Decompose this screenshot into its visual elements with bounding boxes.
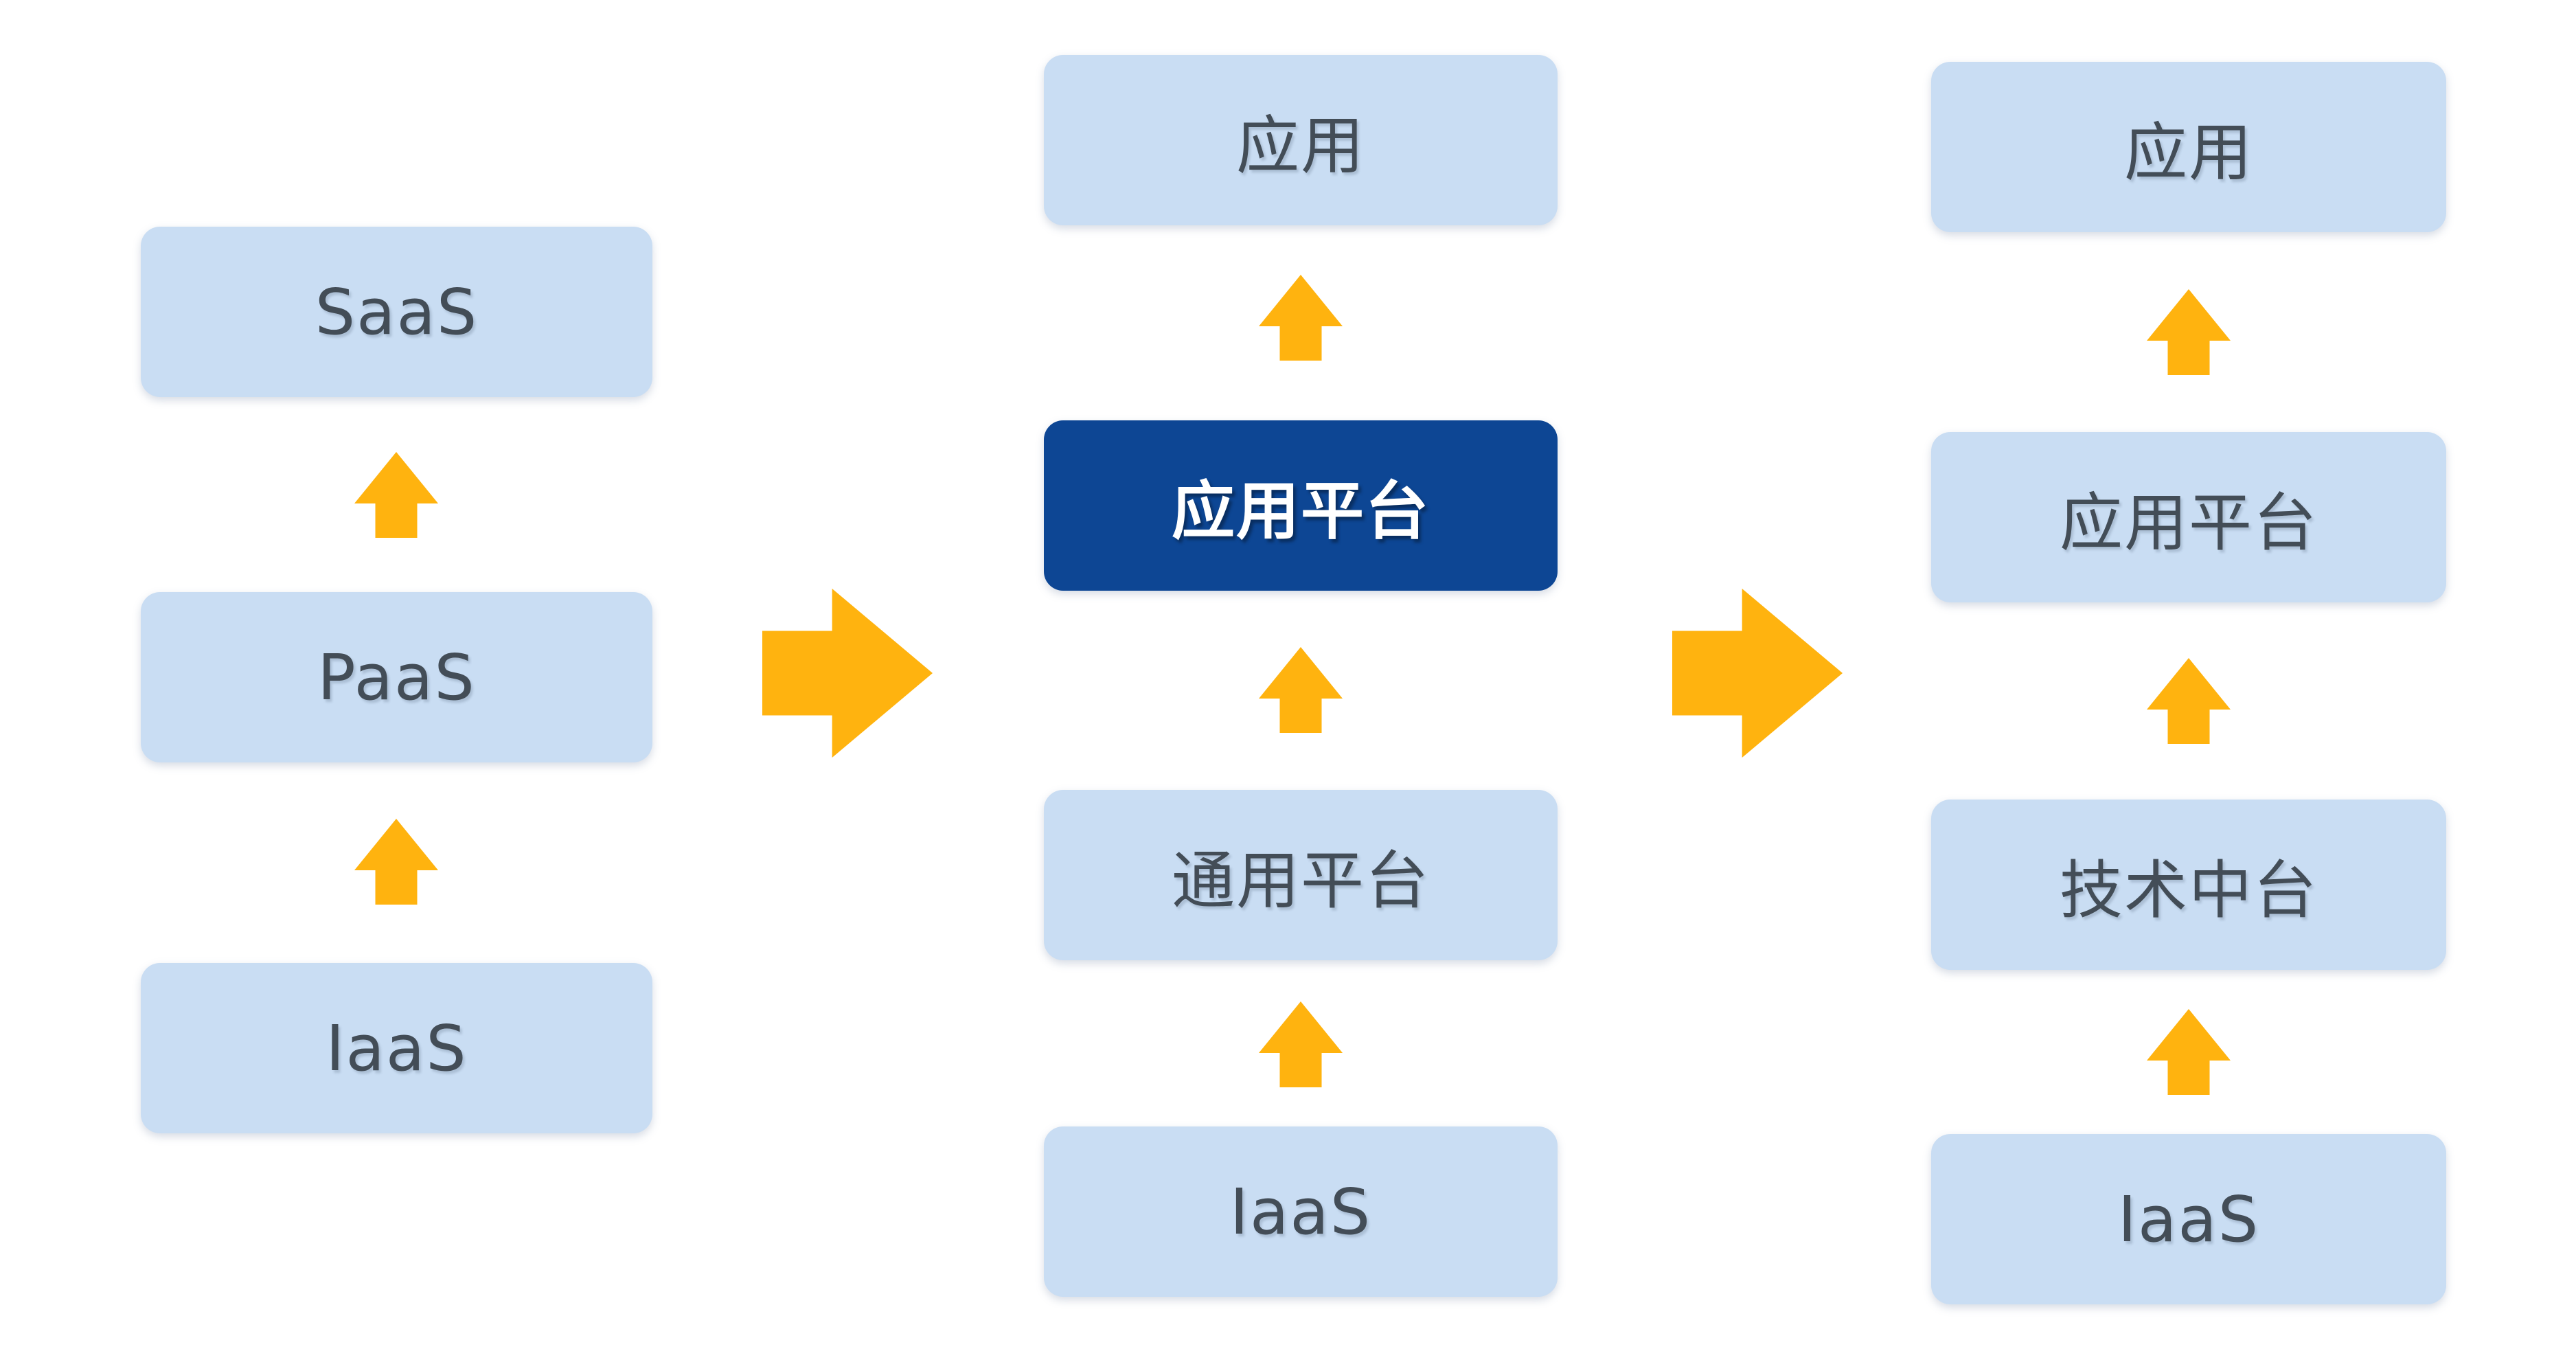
box-general-platform-label: 通用平台 (1171, 843, 1430, 918)
up-arrow-icon (1259, 1001, 1343, 1087)
up-arrow-icon (1259, 275, 1343, 361)
box-application-platform-stage3-label: 应用平台 (2059, 486, 2318, 560)
box-general-platform: 通用平台 (1044, 790, 1558, 960)
box-tech-middle-platform: 技术中台 (1931, 800, 2446, 970)
up-arrow-icon (354, 452, 438, 538)
box-application-stage2: 应用 (1044, 55, 1558, 225)
box-application-platform-highlighted-label: 应用平台 (1171, 474, 1430, 548)
up-arrow-icon (2147, 658, 2231, 744)
right-arrow-icon (762, 589, 933, 758)
up-arrow-icon (354, 819, 438, 905)
box-iaas-stage1: IaaS (141, 963, 652, 1133)
box-application-platform-highlighted: 应用平台 (1044, 420, 1558, 591)
box-application-stage2-label: 应用 (1235, 109, 1365, 183)
box-tech-middle-platform-label: 技术中台 (2059, 853, 2318, 927)
box-saas-label: SaaS (315, 275, 479, 349)
box-iaas-stage2: IaaS (1044, 1126, 1558, 1297)
up-arrow-icon (2147, 1009, 2231, 1095)
box-iaas-stage2-label: IaaS (1229, 1175, 1372, 1249)
box-iaas-stage1-label: IaaS (326, 1011, 468, 1085)
box-application-stage3: 应用 (1931, 62, 2446, 232)
box-iaas-stage3-label: IaaS (2117, 1182, 2260, 1256)
right-arrow-icon (1672, 589, 1843, 758)
box-paas-label: PaaS (317, 640, 476, 714)
up-arrow-icon (1259, 647, 1343, 733)
box-iaas-stage3: IaaS (1931, 1134, 2446, 1304)
box-paas: PaaS (141, 592, 652, 762)
box-application-stage3-label: 应用 (2123, 115, 2253, 190)
box-saas: SaaS (141, 227, 652, 397)
box-application-platform-stage3: 应用平台 (1931, 432, 2446, 602)
up-arrow-icon (2147, 289, 2231, 375)
